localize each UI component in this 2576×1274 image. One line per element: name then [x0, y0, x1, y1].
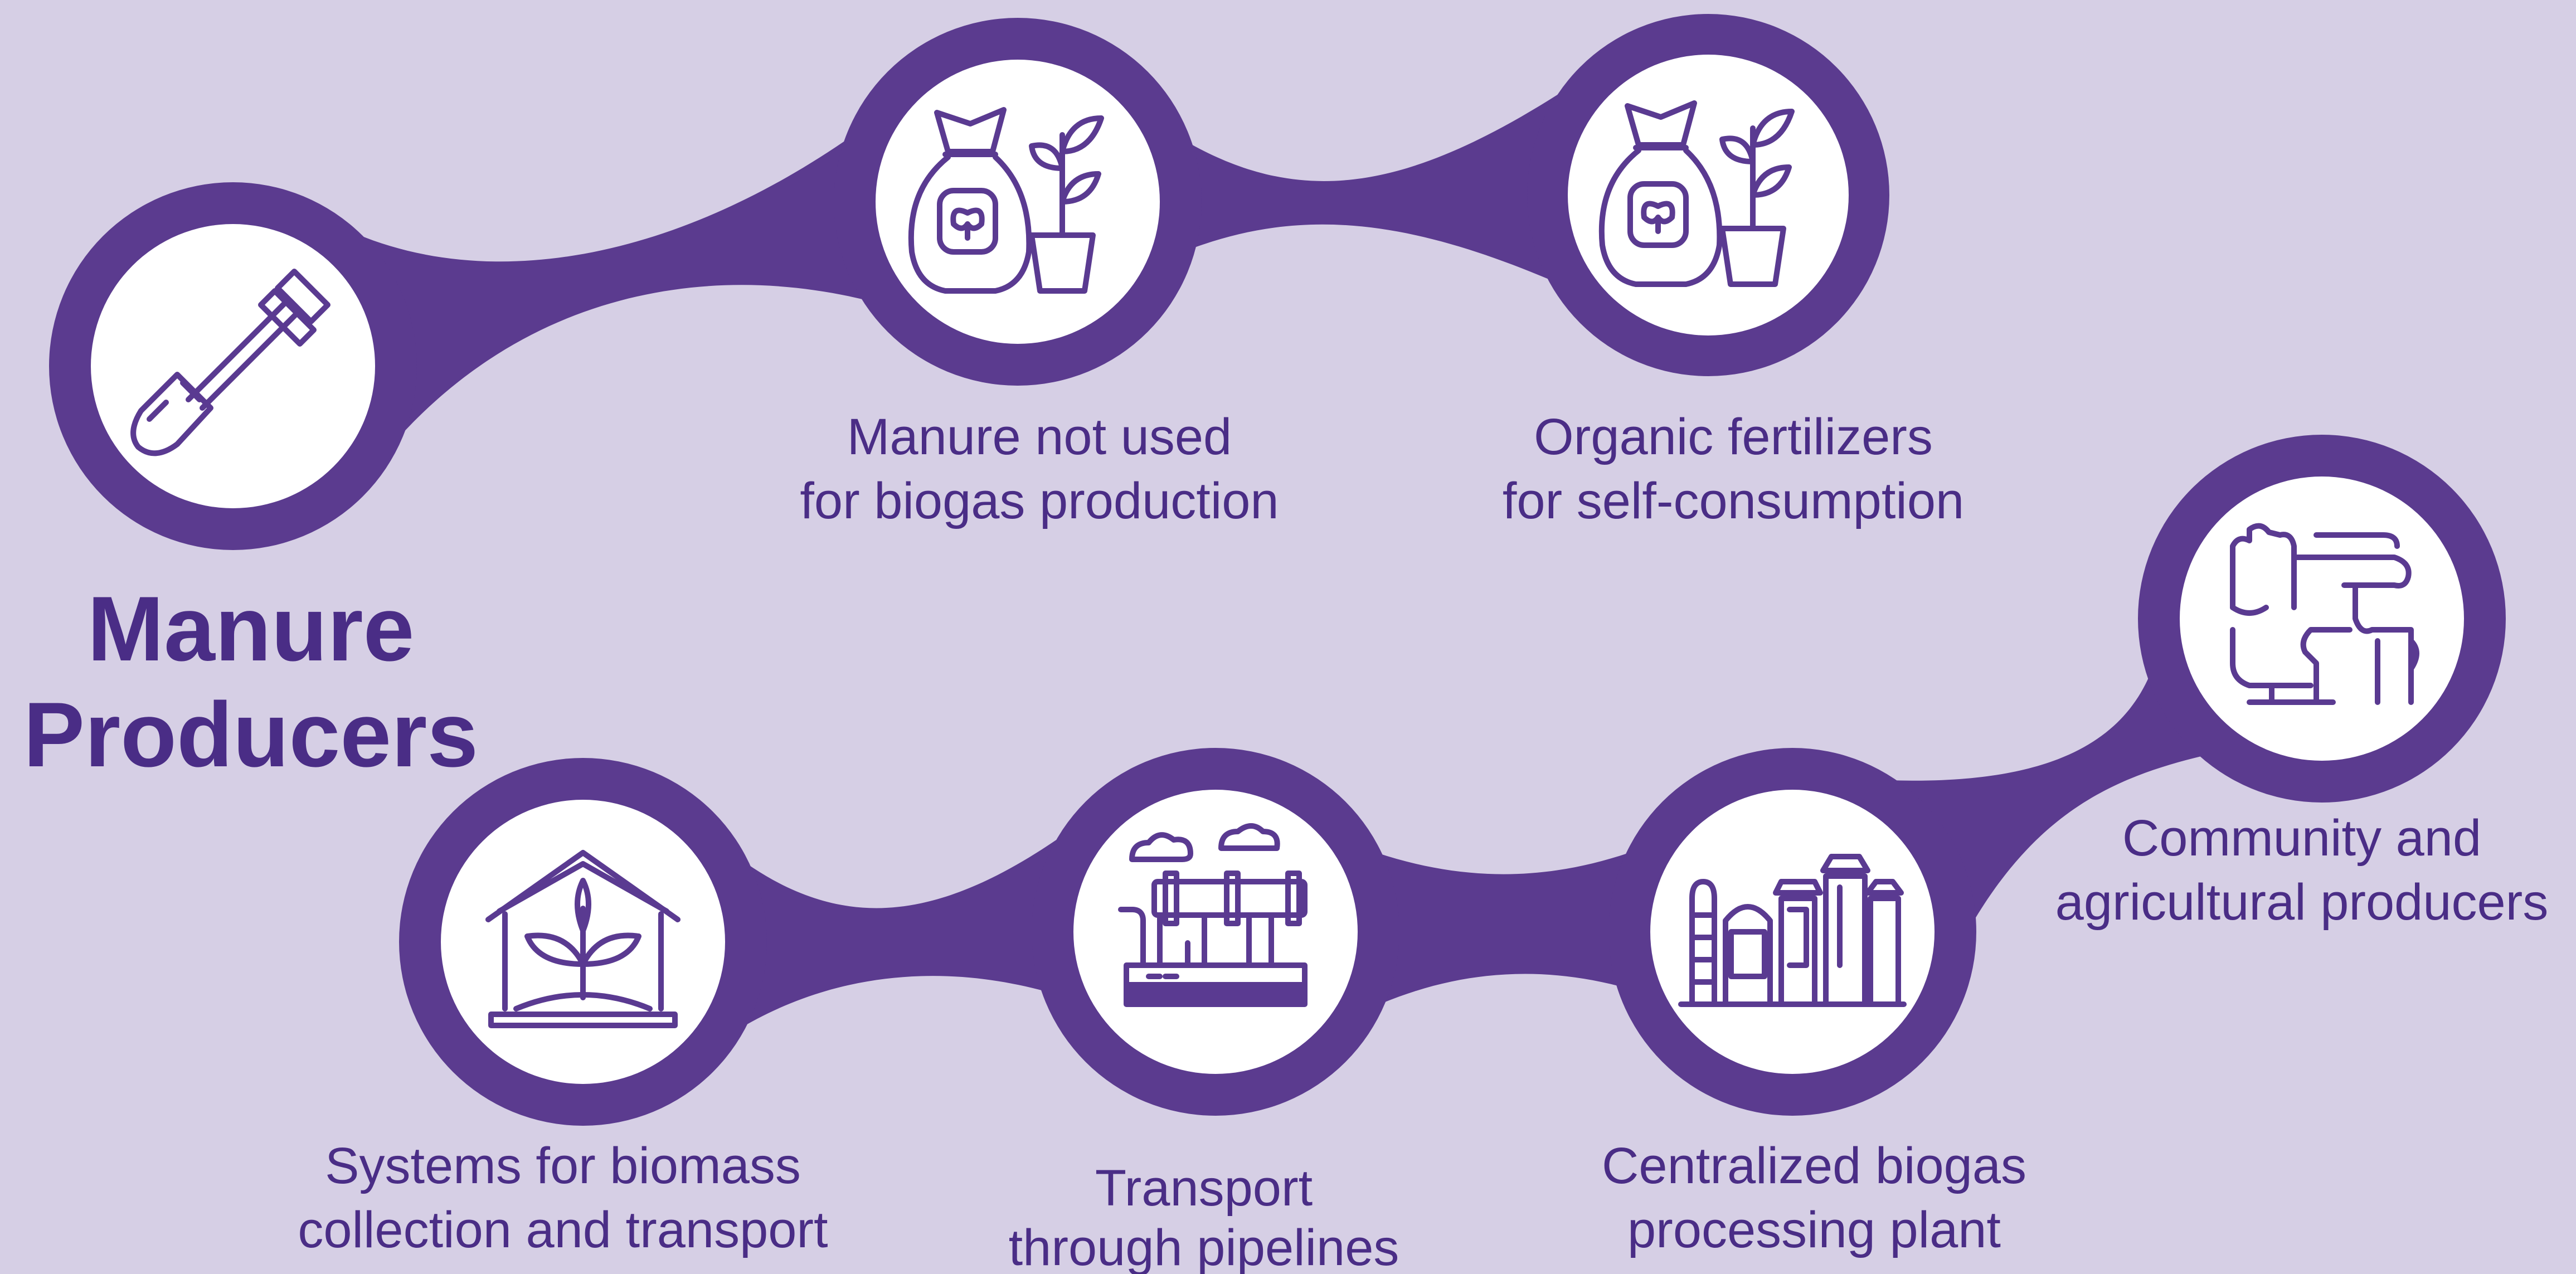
caption-centralized-plant-line1: Centralized biogas — [1602, 1137, 2026, 1194]
node-captions: Manure not used for biogas production Or… — [298, 409, 2548, 1274]
caption-community-producers-line2: agricultural producers — [2055, 874, 2549, 931]
title-line1: Manure — [88, 577, 415, 680]
shovel-icon — [130, 269, 330, 456]
greenhouse-sprout-icon — [485, 850, 681, 1028]
connector-bottom-1 — [1377, 836, 1672, 1003]
fertilizer-bag-plant-icon — [908, 107, 1104, 294]
connector-top-2 — [1148, 89, 1566, 284]
pipeline-icon — [1118, 823, 1308, 1007]
node-manure-producers — [49, 182, 417, 550]
caption-manure-not-used-line2: for biogas production — [800, 473, 1279, 529]
caption-transport-pipelines-line2: through pipelines — [1009, 1219, 1399, 1274]
biogas-plant-icon — [1678, 854, 1907, 1007]
caption-collection-systems-line1: Systems for biomass — [325, 1137, 801, 1194]
connector-right — [1889, 630, 2218, 942]
caption-transport-pipelines-line1: Transport — [1095, 1160, 1313, 1217]
caption-organic-fertilizers-line2: for self-consumption — [1503, 473, 1964, 529]
caption-community-producers-line1: Community and — [2122, 810, 2481, 867]
caption-organic-fertilizers-line1: Organic fertilizers — [1534, 409, 1933, 465]
node-transport-pipelines — [1032, 748, 1399, 1116]
cooperation-hands-icon — [2230, 523, 2419, 705]
node-centralized-plant — [1608, 748, 1976, 1116]
caption-centralized-plant-line2: processing plant — [1627, 1202, 2001, 1258]
node-manure-not-used — [834, 18, 1202, 386]
title-line2: Producers — [23, 683, 478, 786]
diagram-title: Manure Producers — [23, 577, 478, 786]
connectors — [357, 89, 2218, 1031]
caption-manure-not-used-line1: Manure not used — [847, 409, 1232, 465]
node-organic-fertilizers — [1527, 14, 1889, 376]
caption-collection-systems-line2: collection and transport — [298, 1202, 828, 1258]
fertilizer-bag-plant-icon — [1598, 100, 1795, 287]
node-community-producers — [2138, 435, 2506, 803]
connector-bottom-2 — [725, 830, 1070, 1031]
connector-top-1 — [357, 139, 869, 435]
